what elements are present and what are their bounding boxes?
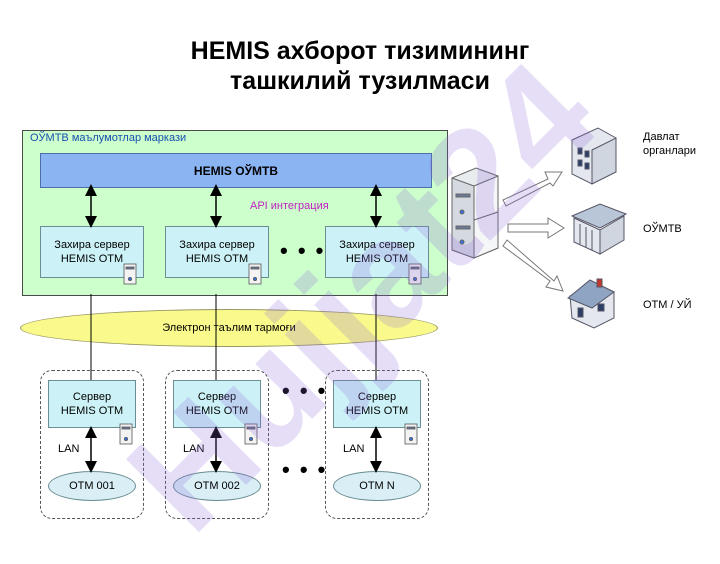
- lan-label-2: LAN: [183, 443, 205, 455]
- otm-node-3: ОТМ N: [333, 471, 421, 501]
- diagram-connectors: [85, 127, 628, 473]
- node-server-2-line1: Сервер: [197, 391, 237, 403]
- node-group-2: [165, 370, 269, 519]
- ministry-building-icon: [570, 203, 628, 255]
- government-building-icon: [571, 127, 617, 185]
- backup-server-1-line2: HEMIS OTM: [60, 253, 124, 265]
- node-ellipsis-bottom: • • •: [282, 457, 328, 482]
- node-group-1: [40, 370, 144, 519]
- title-line-1: HEMIS ахборот тизимининг: [190, 37, 530, 65]
- node-server-3: Сервер HEMIS OTM: [333, 380, 421, 428]
- page-title: HEMIS ахборот тизимининг ташкилий тузилм…: [0, 36, 720, 96]
- backup-server-3-line1: Захира сервер: [339, 239, 415, 251]
- server-icon: [119, 263, 422, 445]
- data-center-label: ОЎМТВ маълумотлар маркази: [30, 132, 187, 144]
- backup-ellipsis: • • •: [280, 238, 326, 263]
- output-arrows: [502, 171, 565, 292]
- hemis-main-bar: HEMIS ОЎМТВ: [40, 153, 432, 188]
- node-group-3: [325, 370, 429, 519]
- node-server-1-line2: HEMIS OTM: [60, 405, 124, 417]
- backup-server-2-line2: HEMIS OTM: [185, 253, 249, 265]
- arrow-to-university: [502, 239, 564, 292]
- lan-label-1: LAN: [58, 443, 80, 455]
- node-server-1: Сервер HEMIS OTM: [48, 380, 136, 428]
- api-integration-label: API интеграция: [250, 200, 329, 212]
- backup-server-3-line2: HEMIS OTM: [345, 253, 409, 265]
- target-label-government-line1: Давлат: [643, 131, 680, 143]
- arrow-to-government: [502, 171, 563, 207]
- target-label-university-home: ОТМ / УЙ: [643, 299, 692, 311]
- lan-label-3: LAN: [343, 443, 365, 455]
- node-server-2-line2: HEMIS OTM: [185, 405, 249, 417]
- target-label-ministry: ОЎМТВ: [643, 223, 682, 235]
- backup-server-2-line1: Захира сервер: [179, 239, 255, 251]
- education-network: Электрон таълим тармоғи: [20, 309, 438, 347]
- target-label-government: Давлат органлари: [643, 130, 696, 158]
- backup-server-1-line1: Захира сервер: [54, 239, 130, 251]
- target-label-government-line2: органлари: [643, 145, 696, 157]
- node-server-3-line2: HEMIS OTM: [345, 405, 409, 417]
- server-cluster-icon: [451, 167, 499, 259]
- title-line-2: ташкилий тузилмаси: [230, 67, 490, 95]
- otm-node-1: ОТМ 001: [48, 471, 136, 501]
- otm-node-2: ОТМ 002: [173, 471, 261, 501]
- node-ellipsis-top: • • •: [282, 378, 328, 403]
- node-server-2: Сервер HEMIS OTM: [173, 380, 261, 428]
- node-server-3-line1: Сервер: [357, 391, 397, 403]
- arrow-to-ministry: [507, 217, 565, 239]
- house-icon: [567, 278, 615, 329]
- node-server-1-line1: Сервер: [72, 391, 112, 403]
